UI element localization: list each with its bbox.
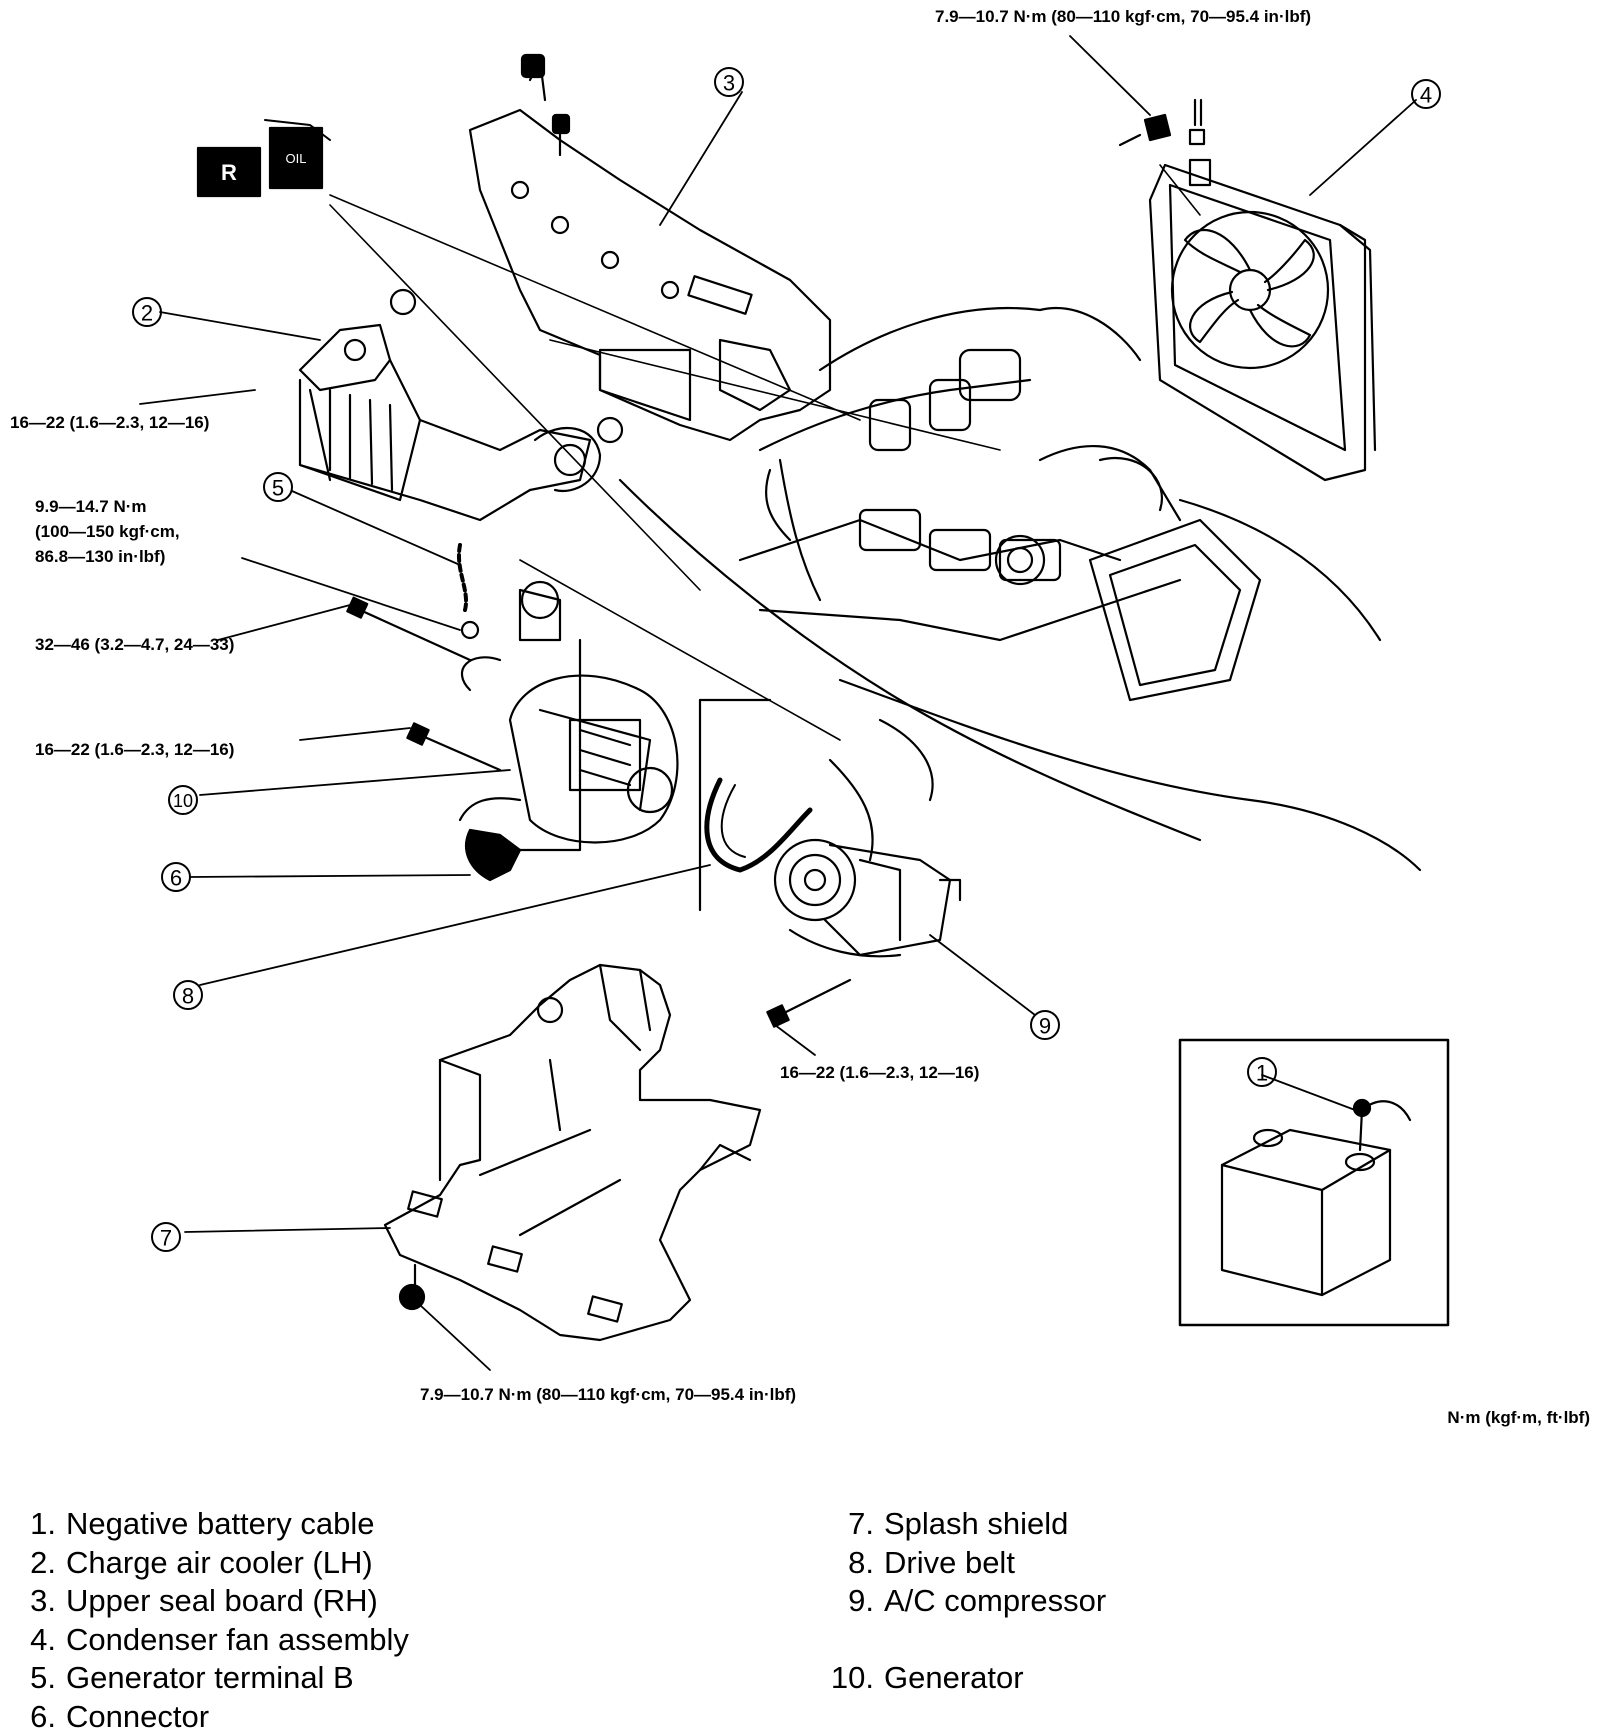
condenser-fan-assembly [1150,100,1375,480]
o-ring-lower [598,418,622,442]
legend-item: 10. Generator [830,1659,1106,1698]
torque-compressor-bolt: 16—22 (1.6—2.3, 12—16) [780,1063,979,1082]
legend-column-right: 7. Splash shield 8. Drive belt 9. A/C compr… [830,1505,1106,1698]
legend-number: 6. [12,1698,56,1736]
torque-terminal-b-line3: 86.8—130 in·lbf) [35,547,165,566]
torque-cooler-nut: 16—22 (1.6—2.3, 12—16) [10,413,209,432]
legend-number: 10. [830,1659,874,1698]
generator-bolt [407,723,500,770]
badge-area [198,120,622,442]
charge-air-cooler [300,325,600,520]
legend-number: 7. [830,1505,874,1544]
torque-generator-long-bolt: 32—46 (3.2—4.7, 24—33) [35,635,234,654]
legend-column-left: 1. Negative battery cable 2. Charge air co… [12,1505,409,1736]
generator-terminal-b-wire [459,545,478,638]
legend-text: Connector [66,1698,209,1736]
callout-9: 9 [1039,1014,1051,1039]
callout-4: 4 [1420,83,1432,108]
legend-number: 4. [12,1621,56,1660]
upper-seal-board [470,55,830,440]
callout-3: 3 [723,71,735,96]
callout-2: 2 [141,301,153,326]
legend-number: 1. [12,1505,56,1544]
callout-5: 5 [272,476,284,501]
reference-lines [330,165,1200,740]
legend-item: 1. Negative battery cable [12,1505,409,1544]
fan-bolt [1120,115,1170,145]
units-note: N·m (kgf·m, ft·lbf) [1447,1408,1590,1427]
legend-item: 9. A/C compressor [830,1582,1106,1621]
legend-item: 6. Connector [12,1698,409,1736]
legend-text: Negative battery cable [66,1505,374,1544]
legend-text: Drive belt [884,1544,1015,1583]
legend-number: 8. [830,1544,874,1583]
legend-text: Charge air cooler (LH) [66,1544,373,1583]
legend-item: 7. Splash shield [830,1505,1106,1544]
legend-text: Generator terminal B [66,1659,354,1698]
legend-item: 2. Charge air cooler (LH) [12,1544,409,1583]
legend-number: 9. [830,1582,874,1621]
callout-10: 10 [173,791,193,811]
exploded-parts-diagram: R OIL 1 2 3 4 5 6 7 8 9 10 7.9—10.7 N·m … [0,0,1600,1480]
o-ring [391,290,415,314]
oil-label-text: OIL [286,151,307,166]
legend-spacer [830,1621,1106,1660]
legend-item: 4. Condenser fan assembly [12,1621,409,1660]
splash-shield [385,965,760,1340]
torque-generator-bolt: 16—22 (1.6—2.3, 12—16) [35,740,234,759]
torque-fan-bolt: 7.9—10.7 N·m (80—110 kgf·cm, 70—95.4 in·… [935,7,1311,26]
callout-6: 6 [170,866,182,891]
torque-shield-bolt: 7.9—10.7 N·m (80—110 kgf·cm, 70—95.4 in·… [420,1385,796,1404]
battery-inset [1180,1040,1448,1325]
torque-terminal-b-line1: 9.9—14.7 N·m [35,497,147,516]
leader-lines [140,36,1416,1370]
legend-text: Splash shield [884,1505,1068,1544]
legend-text: Condenser fan assembly [66,1621,409,1660]
callout-1: 1 [1256,1061,1268,1086]
compressor-bolt [767,980,850,1027]
legend-number: 3. [12,1582,56,1621]
legend-text: Generator [884,1659,1024,1698]
r-badge-text: R [221,160,237,185]
generator-long-bolt [347,598,470,660]
torque-terminal-b-line2: (100—150 kgf·cm, [35,522,180,541]
engine-block-outline [620,308,1420,870]
legend-text: A/C compressor [884,1582,1106,1621]
parts-legend: 1. Negative battery cable 2. Charge air co… [0,1505,1600,1732]
ac-compressor [775,840,960,956]
legend-number: 2. [12,1544,56,1583]
legend-number: 5. [12,1659,56,1698]
callout-7: 7 [160,1226,172,1251]
shield-bolt [400,1265,424,1309]
legend-item: 5. Generator terminal B [12,1659,409,1698]
legend-text: Upper seal board (RH) [66,1582,378,1621]
legend-item: 3. Upper seal board (RH) [12,1582,409,1621]
callout-8: 8 [182,984,194,1009]
drive-belt [700,700,810,910]
generator [462,582,677,843]
legend-item: 8. Drive belt [830,1544,1106,1583]
